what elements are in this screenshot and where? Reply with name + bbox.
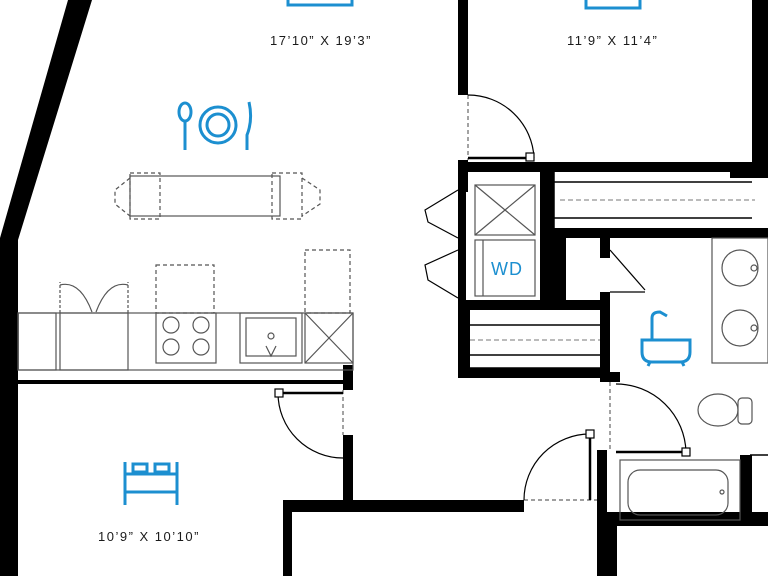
door-bath: [609, 382, 691, 457]
bedroom-top-dimensions: 11’9” X 11’4”: [567, 33, 659, 48]
toilet: [697, 393, 739, 427]
washer: [474, 239, 536, 297]
range: [155, 312, 217, 364]
door-closet-hall: [609, 249, 646, 293]
wall-bedroom-top-bottom-b: [730, 168, 768, 178]
kitchen: [17, 249, 354, 371]
wall-bath-left: [600, 228, 610, 258]
bathtub-icon: [640, 310, 692, 367]
wall-closet-left: [458, 310, 470, 378]
wall-laundry-right: [540, 172, 554, 308]
corner-cabinet: [304, 312, 354, 364]
wall-bottom-right-c: [740, 455, 752, 525]
wall-bedroom-top-left: [458, 0, 468, 95]
dining-table: [114, 172, 321, 220]
bedroom-bottom-dimensions: 10’9” X 10’10”: [98, 529, 200, 544]
wall-laundry-bottom: [458, 300, 608, 310]
wall-bath-left-b: [600, 292, 610, 382]
wall-hall-mid-left: [554, 228, 566, 308]
outer-wall-left: [0, 0, 92, 576]
wall-bedroom-top-right: [752, 0, 768, 178]
vanity: [711, 237, 768, 364]
bed-icon-top: [584, 0, 642, 10]
wall-kitchen-bottom: [18, 380, 343, 384]
bed-icon: [123, 462, 179, 505]
laundry-label: WD: [491, 259, 523, 279]
living-room-dimensions: 17’10” X 19’3”: [270, 33, 372, 48]
wall-hall-bottom: [600, 372, 620, 382]
door-bedroom-top: [467, 94, 535, 162]
laundry: [474, 184, 536, 297]
appliance-left: [17, 312, 57, 371]
door-laundry-bifold: [424, 189, 459, 299]
wall-hall-mid: [554, 228, 768, 238]
closet-rods: [470, 199, 755, 341]
wall-bedroom-right-lower: [343, 435, 353, 500]
wall-laundry-left: [458, 172, 466, 302]
sink: [239, 312, 303, 364]
door-hall: [523, 429, 597, 501]
pantry-cabinet: [304, 249, 351, 314]
wall-bedroom-top-bottom: [458, 162, 756, 172]
doors: [274, 94, 691, 501]
kitchen-counter: [17, 312, 354, 371]
range-hood: [155, 264, 215, 314]
wall-bath-left-c: [597, 450, 607, 520]
bathroom: [619, 237, 768, 521]
wall-bottom-right: [597, 512, 617, 576]
door-bedroom-bottom: [274, 388, 344, 459]
wall-closet-bottom: [458, 368, 608, 378]
dining-icon: [177, 101, 253, 150]
bathtub: [619, 459, 741, 521]
wall-bedroom-right: [343, 365, 353, 390]
wall-bottom: [283, 500, 524, 576]
dryer: [474, 184, 536, 236]
dishwasher: [59, 312, 129, 371]
bed-icon-living: [286, 0, 354, 7]
